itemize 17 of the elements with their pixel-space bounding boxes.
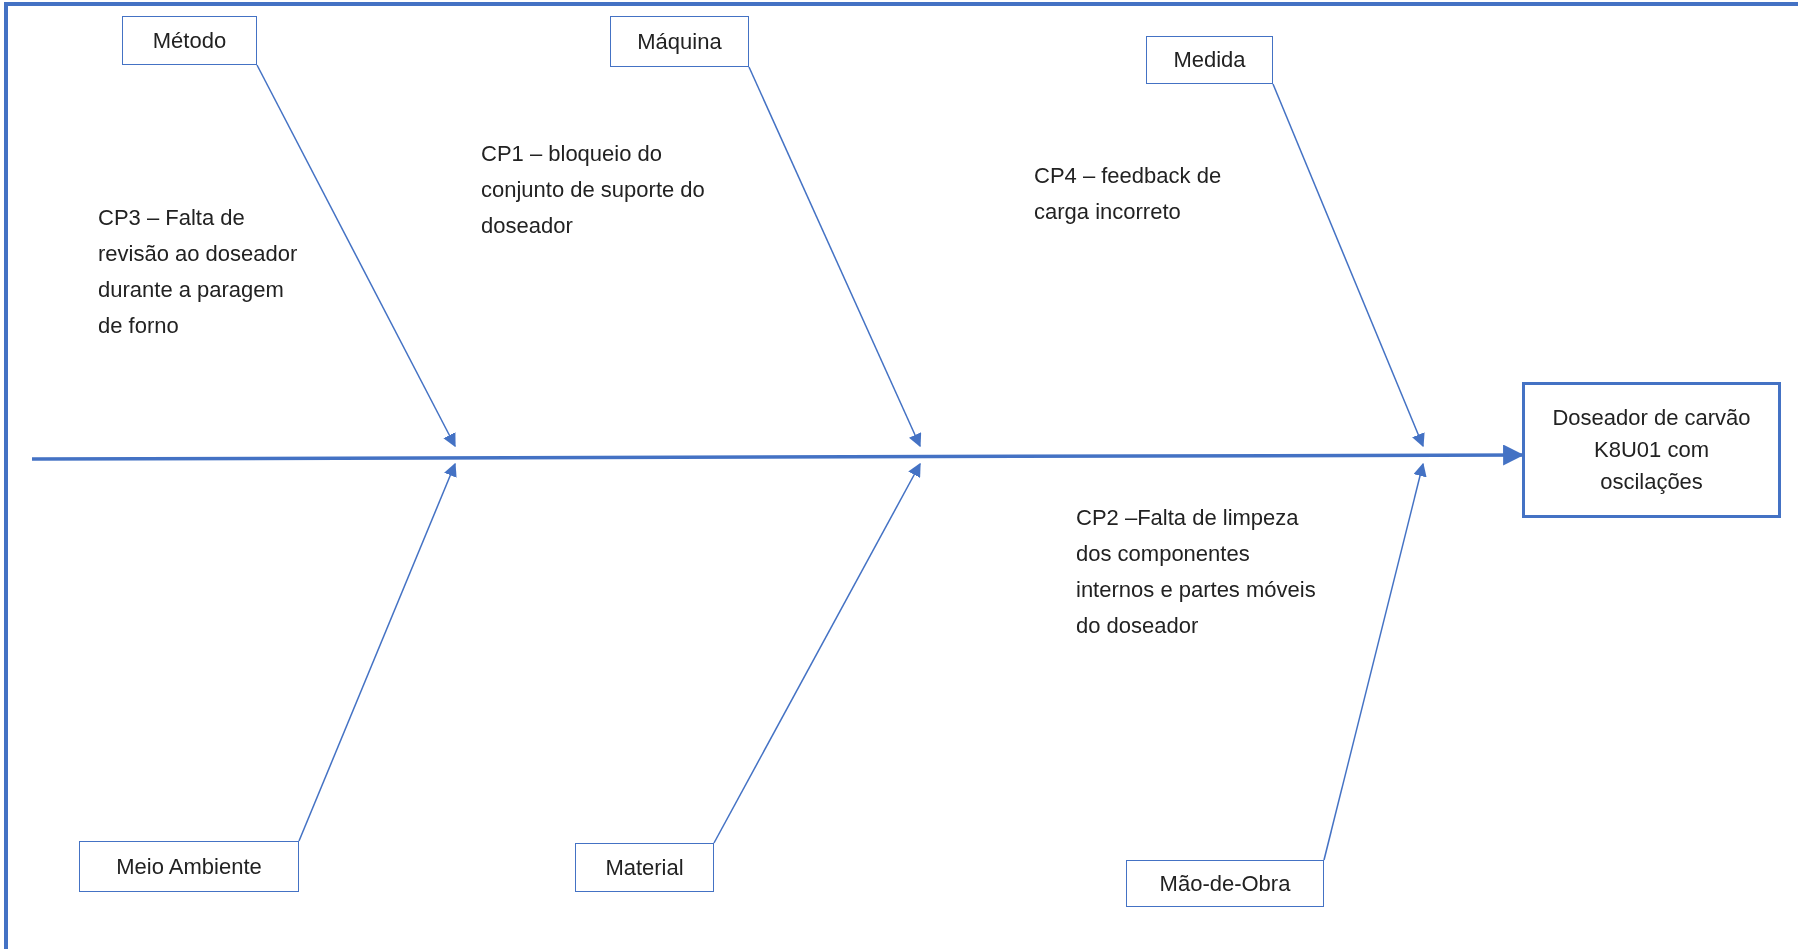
category-box: Mão-de-Obra — [1126, 860, 1324, 907]
effect-box: Doseador de carvão K8U01 com oscilações — [1522, 382, 1781, 518]
cause-note: CP4 – feedback de carga incorreto — [1034, 162, 1223, 226]
branch-arrow — [713, 462, 921, 844]
category-box: Máquina — [610, 16, 749, 67]
cause-note: CP1 – bloqueio do conjunto de suporte do doseador — [481, 140, 706, 240]
branch-arrow — [1272, 83, 1425, 448]
branch-arrow — [298, 462, 457, 842]
cause-note: CP2 –Falta de limpeza dos componentes internos e partes móveis do doseador — [1076, 504, 1317, 640]
branch-arrow — [748, 66, 922, 448]
category-box: Medida — [1146, 36, 1273, 84]
branch-arrow — [1323, 462, 1427, 861]
category-box: Método — [122, 16, 257, 65]
category-box: Meio Ambiente — [79, 841, 299, 892]
cause-note: CP3 – Falta de revisão ao doseador durante a paragem de forno — [98, 204, 298, 340]
branch-arrow — [256, 64, 456, 448]
category-box: Material — [575, 843, 714, 892]
